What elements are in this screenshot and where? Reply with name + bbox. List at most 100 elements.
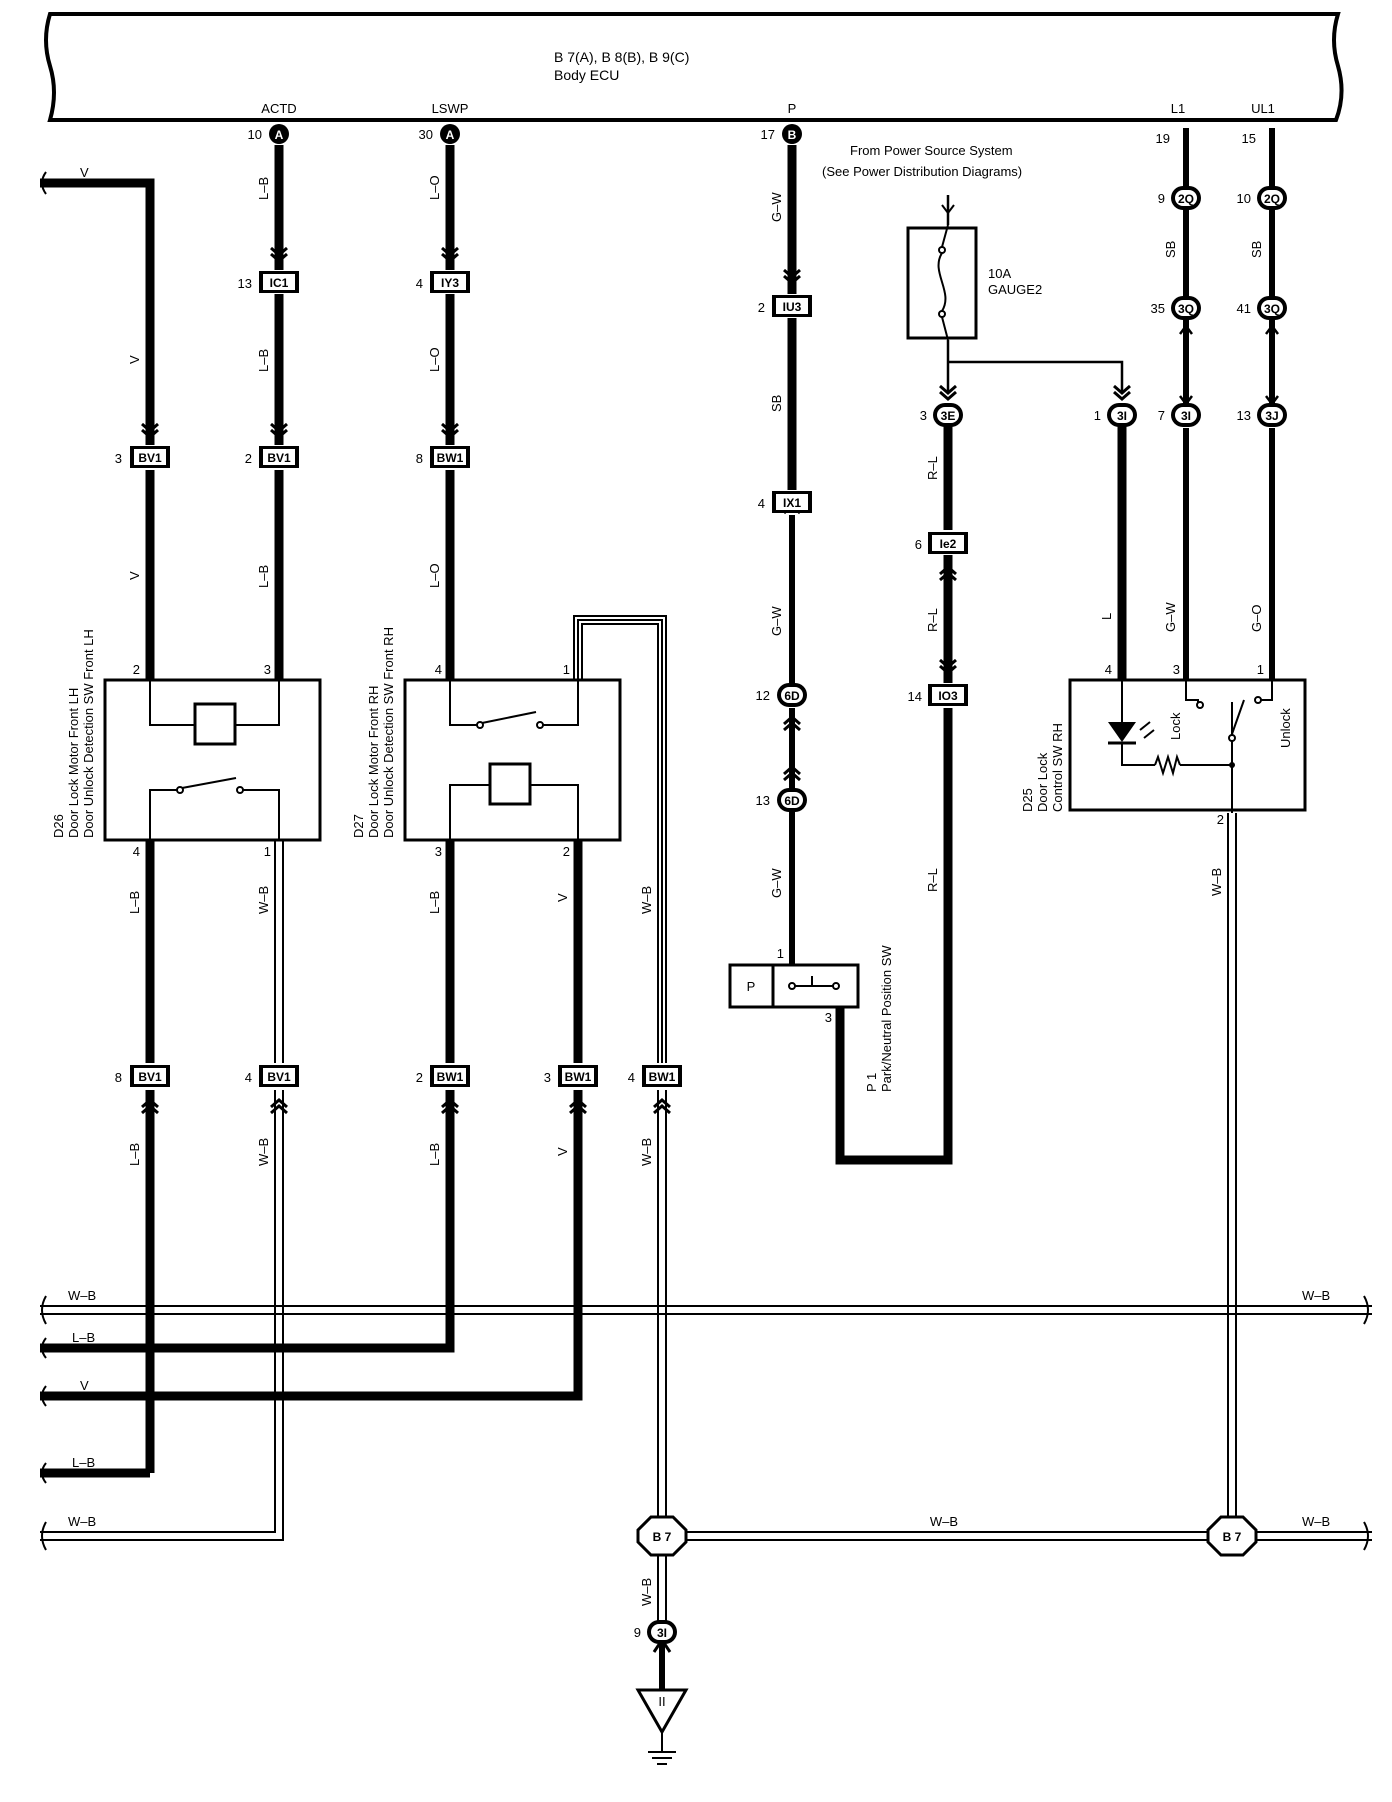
p1-id: P 1 <box>864 1073 879 1092</box>
svg-text:3I: 3I <box>657 1626 667 1640</box>
svg-text:IX1: IX1 <box>783 496 801 510</box>
ecu-terminal-ul1: UL1 <box>1251 101 1275 116</box>
d25-pin-4: 4 <box>1105 662 1112 677</box>
label-l: L <box>1099 613 1114 620</box>
label-v-mid: V <box>127 355 142 364</box>
label-actd-mid: L–B <box>256 349 271 372</box>
connector-6d-b: 6D 13 <box>756 788 807 812</box>
pin-ground: 9 <box>634 1625 641 1640</box>
d25-name2: Control SW RH <box>1050 723 1065 812</box>
pin-bw1-lo: 8 <box>416 451 423 466</box>
rect-connectors: IC1 13 IY3 4 IU3 2 IX1 4 BV1 3 <box>115 271 968 1087</box>
connector-bv1-v: BV1 3 <box>115 446 170 468</box>
svg-text:3Q: 3Q <box>1178 302 1194 316</box>
connector-bv1-lower-a: BV1 8 <box>115 1065 170 1087</box>
label-d26-4: L–B <box>127 891 142 914</box>
arrows <box>140 187 1279 1653</box>
d26-id: D26 <box>51 814 66 838</box>
connector-3e: 3E 3 <box>920 403 963 427</box>
pin-3i-l: 1 <box>1094 408 1101 423</box>
connector-3i-ground: 3I 9 <box>634 1620 677 1644</box>
ecu-terminal-l1: L1 <box>1171 101 1185 116</box>
connector-6d-a: 6D 12 <box>756 683 807 707</box>
ecu-pin-p: 17 <box>761 127 775 142</box>
connector-io3: IO3 14 <box>908 684 968 706</box>
pin-3i-l1: 7 <box>1158 408 1165 423</box>
svg-text:3Q: 3Q <box>1264 302 1280 316</box>
connector-ix1: IX1 4 <box>758 491 812 513</box>
label-lower-lb-a: L–B <box>127 1143 142 1166</box>
p1-pin-3: 3 <box>825 1010 832 1025</box>
connector-iu3: IU3 2 <box>758 295 812 317</box>
pin-bw1-lower-c: 4 <box>628 1070 635 1085</box>
pin-3j: 13 <box>1237 408 1251 423</box>
d27-id: D27 <box>351 814 366 838</box>
svg-text:B 7: B 7 <box>1223 1530 1242 1544</box>
label-p-mid: SB <box>769 395 784 412</box>
label-lower-lb-b: L–B <box>427 1143 442 1166</box>
label-lower-wb-b: W–B <box>639 1138 654 1166</box>
pin-bw1-lower-a: 2 <box>416 1070 423 1085</box>
d27-pin-4: 4 <box>435 662 442 677</box>
svg-text:BW1: BW1 <box>565 1070 592 1084</box>
connector-3j: 3J 13 <box>1237 403 1287 427</box>
label-lswp-top: L–O <box>427 175 442 200</box>
ecu-terminal-p: P <box>788 101 797 116</box>
ecu-pin-l1: 19 <box>1156 131 1170 146</box>
connector-ic1: IC1 13 <box>238 271 299 293</box>
pin-ie2: 6 <box>915 537 922 552</box>
label-rl-top: R–L <box>925 456 940 480</box>
svg-text:2Q: 2Q <box>1178 192 1194 206</box>
label-p-top: G–W <box>769 192 784 222</box>
svg-text:IY3: IY3 <box>441 276 459 290</box>
d27-pin-2: 2 <box>563 844 570 859</box>
ecu-conn-a1: A <box>275 128 284 142</box>
svg-text:BV1: BV1 <box>138 1070 162 1084</box>
fuse-gauge2: 10A GAUGE2 <box>906 224 1042 341</box>
d26-pin-2: 2 <box>133 662 140 677</box>
d27-pin-3: 3 <box>435 844 442 859</box>
svg-text:3I: 3I <box>1117 409 1127 423</box>
wire-breaks <box>41 171 1369 1551</box>
pin-3q-ul1: 41 <box>1237 301 1251 316</box>
pin-bv1-lb: 2 <box>245 451 252 466</box>
label-rl-mid: R–L <box>925 608 940 632</box>
label-bus-wb-lower-right: W–B <box>1302 1514 1330 1529</box>
ecu-title-line1: B 7(A), B 8(B), B 9(C) <box>554 49 689 65</box>
connector-bw1-lower-b: BW1 3 <box>544 1065 598 1087</box>
connector-bw1-lower-c: BW1 4 <box>628 1065 682 1087</box>
svg-text:3E: 3E <box>941 409 956 423</box>
svg-text:BV1: BV1 <box>138 451 162 465</box>
pin-2q-l1: 9 <box>1158 191 1165 206</box>
ecu-pins: A 10 A 30 B 17 19 15 <box>248 124 1256 146</box>
label-lswp-low: L–O <box>427 563 442 588</box>
oval-connectors: 6D 12 6D 13 3E 3 3I 1 3I 7 <box>634 186 1287 1644</box>
connector-bv1-lower-b: BV1 4 <box>245 1065 299 1087</box>
d25-unlock-label: Unlock <box>1278 708 1293 748</box>
d25-pin-3: 3 <box>1173 662 1180 677</box>
power-source-line2: (See Power Distribution Diagrams) <box>822 164 1022 179</box>
wires-medium <box>789 128 1275 965</box>
connector-3i-l: 3I 1 <box>1094 403 1137 427</box>
pin-bw1-lower-b: 3 <box>544 1070 551 1085</box>
d25-pin-2: 2 <box>1217 812 1224 827</box>
connector-3q-l1: 3Q 35 <box>1151 296 1201 320</box>
p1-box-label: P <box>747 979 756 994</box>
junction-b7-right: B 7 <box>1206 1515 1258 1557</box>
label-d27-3: L–B <box>427 891 442 914</box>
label-b7-bus: W–B <box>930 1514 958 1529</box>
component-d26: 2 3 4 1 D26 Door Lock Motor Front LH Doo… <box>51 629 322 859</box>
wires-thick <box>40 145 1127 1478</box>
wires-thin <box>946 195 1124 392</box>
svg-text:3I: 3I <box>1181 409 1191 423</box>
pin-ix1: 4 <box>758 496 765 511</box>
svg-text:IU3: IU3 <box>783 300 802 314</box>
body-ecu: B 7(A), B 8(B), B 9(C) Body ECU ACTD LSW… <box>44 12 1344 122</box>
d27-name2: Door Unlock Detection SW Front RH <box>381 627 396 838</box>
label-v-low: V <box>127 571 142 580</box>
label-bus-v: V <box>80 1378 89 1393</box>
junction-b7-left: B 7 <box>636 1515 688 1557</box>
ecu-conn-a2: A <box>446 128 455 142</box>
connector-bv1-lb: BV1 2 <box>245 446 299 468</box>
label-bus-wb-right: W–B <box>1302 1288 1330 1303</box>
